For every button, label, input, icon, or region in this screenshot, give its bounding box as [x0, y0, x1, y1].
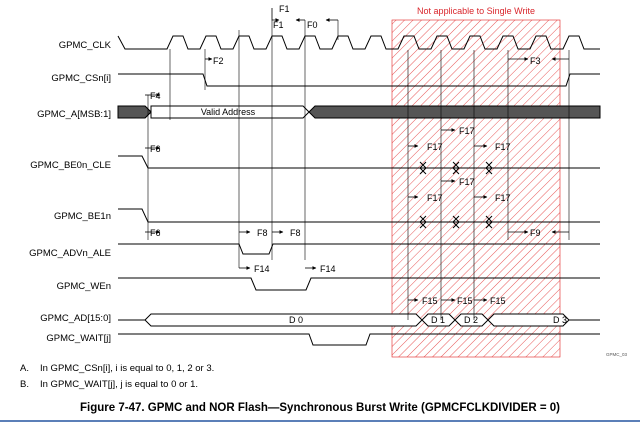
wave-be1n: [118, 208, 600, 223]
burst-transitions: [419, 161, 493, 229]
timing-diagram: Not applicable to Single Write GPMC_CLK …: [29, 4, 628, 358]
figure-tag: GPMC_03: [606, 352, 628, 357]
bottom-rule: [0, 420, 640, 422]
timing-f15-a: F15: [422, 296, 438, 306]
reference-lines: [147, 20, 570, 320]
wave-clk: [117, 35, 600, 50]
note-b-letter: B.: [20, 379, 29, 390]
bus-values: Valid Address D 0 D 1 D 2 D 3: [201, 107, 567, 325]
note-a-letter: A.: [20, 363, 29, 374]
label-gpmc-ad: GPMC_AD[15:0]: [40, 313, 111, 324]
label-gpmc-advn-ale: GPMC_ADVn_ALE: [29, 248, 111, 259]
timing-f4: F4: [150, 91, 161, 101]
timing-f1: F1: [273, 20, 284, 30]
timing-arrows: [145, 8, 569, 302]
timing-f6-be0: F6: [150, 144, 161, 154]
timing-f15-c: F15: [490, 296, 506, 306]
d1-label: D 1: [431, 315, 445, 325]
timing-f14-b: F14: [320, 264, 336, 274]
timing-f17-c: F17: [495, 142, 511, 152]
timing-f8-a: F8: [257, 228, 268, 238]
note-b-text: In GPMC_WAIT[j], j is equal to 0 or 1.: [40, 379, 199, 390]
label-gpmc-a: GPMC_A[MSB:1]: [37, 109, 111, 120]
timing-f17-b: F17: [459, 126, 475, 136]
not-applicable-region: Not applicable to Single Write: [391, 6, 561, 358]
label-gpmc-be0n-cle: GPMC_BE0n_CLE: [30, 160, 111, 171]
d0-label: D 0: [289, 315, 303, 325]
timing-f17-f: F17: [495, 193, 511, 203]
timing-f9: F9: [530, 228, 541, 238]
label-gpmc-clk: GPMC_CLK: [59, 40, 112, 51]
timing-f2: F2: [213, 56, 224, 66]
waveforms: [117, 35, 600, 346]
timing-f17-a: F17: [427, 142, 443, 152]
timing-f6-adv: F6: [150, 228, 161, 238]
timing-parameter-labels: F1 F1 F0 F2 F3 F4 F6 F6 F8 F8 F9 F17 F17…: [150, 4, 541, 306]
label-gpmc-wen: GPMC_WEn: [57, 281, 111, 292]
valid-address-label: Valid Address: [201, 107, 256, 117]
d3-label: D 3: [553, 315, 567, 325]
timing-f15-b: F15: [457, 296, 473, 306]
wave-wen: [118, 277, 600, 291]
label-gpmc-be1n: GPMC_BE1n: [54, 211, 111, 222]
timing-f1-top: F1: [279, 4, 290, 14]
timing-f3: F3: [530, 56, 541, 66]
timing-f8-b: F8: [290, 228, 301, 238]
note-a: A. In GPMC_CSn[i], i is equal to 0, 1, 2 …: [20, 363, 214, 374]
region-note: Not applicable to Single Write: [417, 6, 535, 16]
wave-wait: [118, 333, 600, 346]
label-gpmc-csn: GPMC_CSn[i]: [51, 73, 111, 84]
d2-label: D 2: [464, 315, 478, 325]
timing-f17-e: F17: [459, 177, 475, 187]
note-a-text: In GPMC_CSn[i], i is equal to 0, 1, 2 or…: [40, 363, 215, 374]
wave-advn: [118, 243, 600, 255]
wave-csn: [118, 73, 600, 87]
signal-labels: GPMC_CLK GPMC_CSn[i] GPMC_A[MSB:1] GPMC_…: [29, 40, 112, 344]
figure-caption: Figure 7-47. GPMC and NOR Flash—Synchron…: [80, 402, 560, 414]
wave-be0n: [118, 155, 600, 169]
timing-f0: F0: [307, 20, 318, 30]
note-b: B. In GPMC_WAIT[j], j is equal to 0 or 1.: [20, 379, 198, 390]
label-gpmc-wait: GPMC_WAIT[j]: [46, 333, 111, 344]
timing-f14-a: F14: [254, 264, 270, 274]
timing-f17-d: F17: [427, 193, 443, 203]
